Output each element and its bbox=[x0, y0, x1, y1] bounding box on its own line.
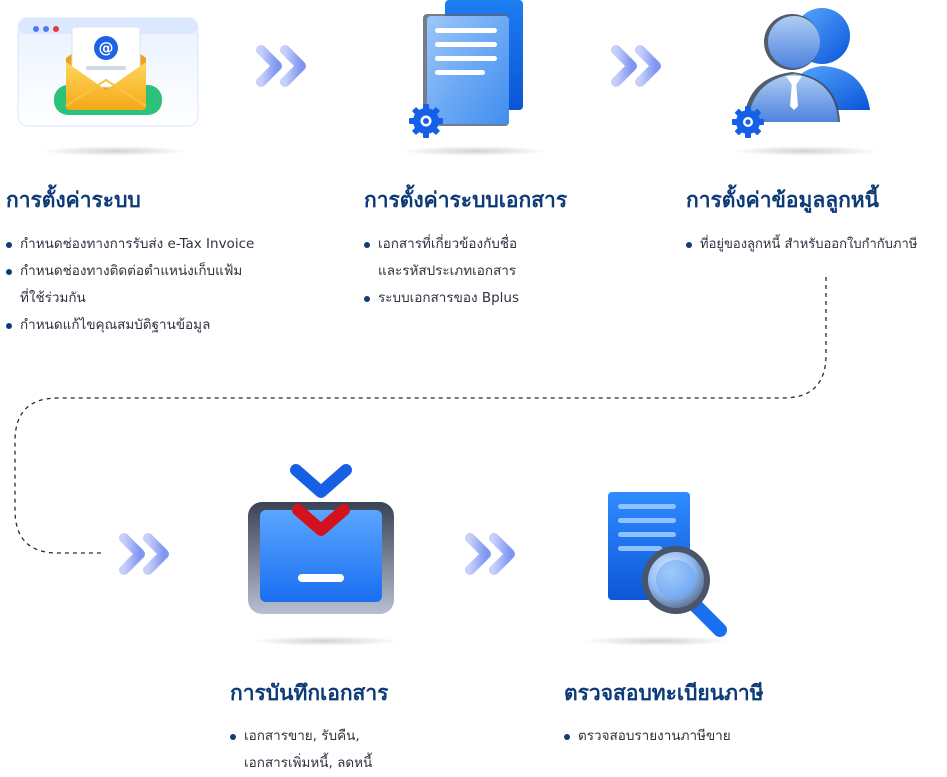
step-2-list: เอกสารที่เกี่ยวข้องกับชื่อ และรหัสประเภท… bbox=[364, 231, 519, 312]
step-1-list: กำหนดช่องทางการรับส่ง e-Tax Invoice กำหน… bbox=[6, 231, 254, 339]
arrow-2 bbox=[610, 44, 672, 92]
list-item: เอกสารเพิ่มหนี้, ลดหนี้ bbox=[244, 755, 373, 771]
step-5-list: ตรวจสอบรายงานภาษีขาย bbox=[564, 723, 731, 750]
step-4-list: เอกสารขาย, รับคืน, เอกสารเพิ่มหนี้, ลดหน… bbox=[230, 723, 372, 777]
step-1-title: การตั้งค่าระบบ bbox=[6, 188, 141, 212]
double-chevron-right-icon bbox=[465, 533, 515, 575]
step-3-shadow bbox=[730, 146, 880, 156]
search-document-icon bbox=[608, 492, 727, 637]
step-1-icon: @ bbox=[14, 10, 204, 160]
double-chevron-right-icon bbox=[119, 533, 169, 575]
list-item: ตรวจสอบรายงานภาษีขาย bbox=[564, 723, 731, 750]
step-4-title: การบันทึกเอกสาร bbox=[230, 681, 389, 705]
svg-text:@: @ bbox=[99, 39, 114, 57]
list-item: และรหัสประเภทเอกสาร bbox=[378, 263, 517, 279]
step-5-title: ตรวจสอบทะเบียนภาษี bbox=[564, 681, 764, 705]
list-item: กำหนดแก้ไขคุณสมบัติฐานข้อมูล bbox=[6, 312, 254, 339]
step-5-shadow bbox=[582, 636, 732, 646]
step-2-shadow bbox=[400, 146, 550, 156]
arrow-1 bbox=[255, 44, 317, 92]
step-1-shadow bbox=[40, 146, 190, 156]
arrow-4 bbox=[464, 532, 526, 580]
arrow-3 bbox=[118, 532, 180, 580]
list-item: ระบบเอกสารของ Bplus bbox=[364, 285, 519, 312]
step-2-title: การตั้งค่าระบบเอกสาร bbox=[364, 188, 568, 212]
list-item: เอกสารที่เกี่ยวข้องกับชื่อ bbox=[364, 231, 519, 258]
save-download-icon bbox=[248, 464, 394, 614]
list-item: ที่อยู่ของลูกหนี้ สำหรับออกใบกำกับภาษี bbox=[686, 231, 917, 258]
list-item: เอกสารขาย, รับคืน, bbox=[230, 723, 372, 750]
double-chevron-right-icon bbox=[256, 45, 306, 87]
step-2-icon bbox=[405, 0, 535, 140]
list-item: กำหนดช่องทางติดต่อตำแหน่งเก็บแฟ้ม bbox=[6, 258, 254, 285]
step-3-title: การตั้งค่าข้อมูลลูกหนี้ bbox=[686, 188, 879, 212]
step-3-icon bbox=[730, 2, 880, 142]
step-4-icon bbox=[246, 462, 396, 617]
user-settings-icon bbox=[732, 8, 870, 138]
email-envelope-icon: @ bbox=[17, 17, 199, 127]
document-settings-icon bbox=[409, 0, 523, 138]
list-item: ที่ใช้ร่วมกัน bbox=[20, 290, 86, 306]
step-5-icon bbox=[604, 490, 744, 640]
double-chevron-right-icon bbox=[611, 45, 661, 87]
list-item: กำหนดช่องทางการรับส่ง e-Tax Invoice bbox=[6, 231, 254, 258]
step-4-shadow bbox=[250, 636, 400, 646]
step-3-list: ที่อยู่ของลูกหนี้ สำหรับออกใบกำกับภาษี bbox=[686, 231, 917, 258]
